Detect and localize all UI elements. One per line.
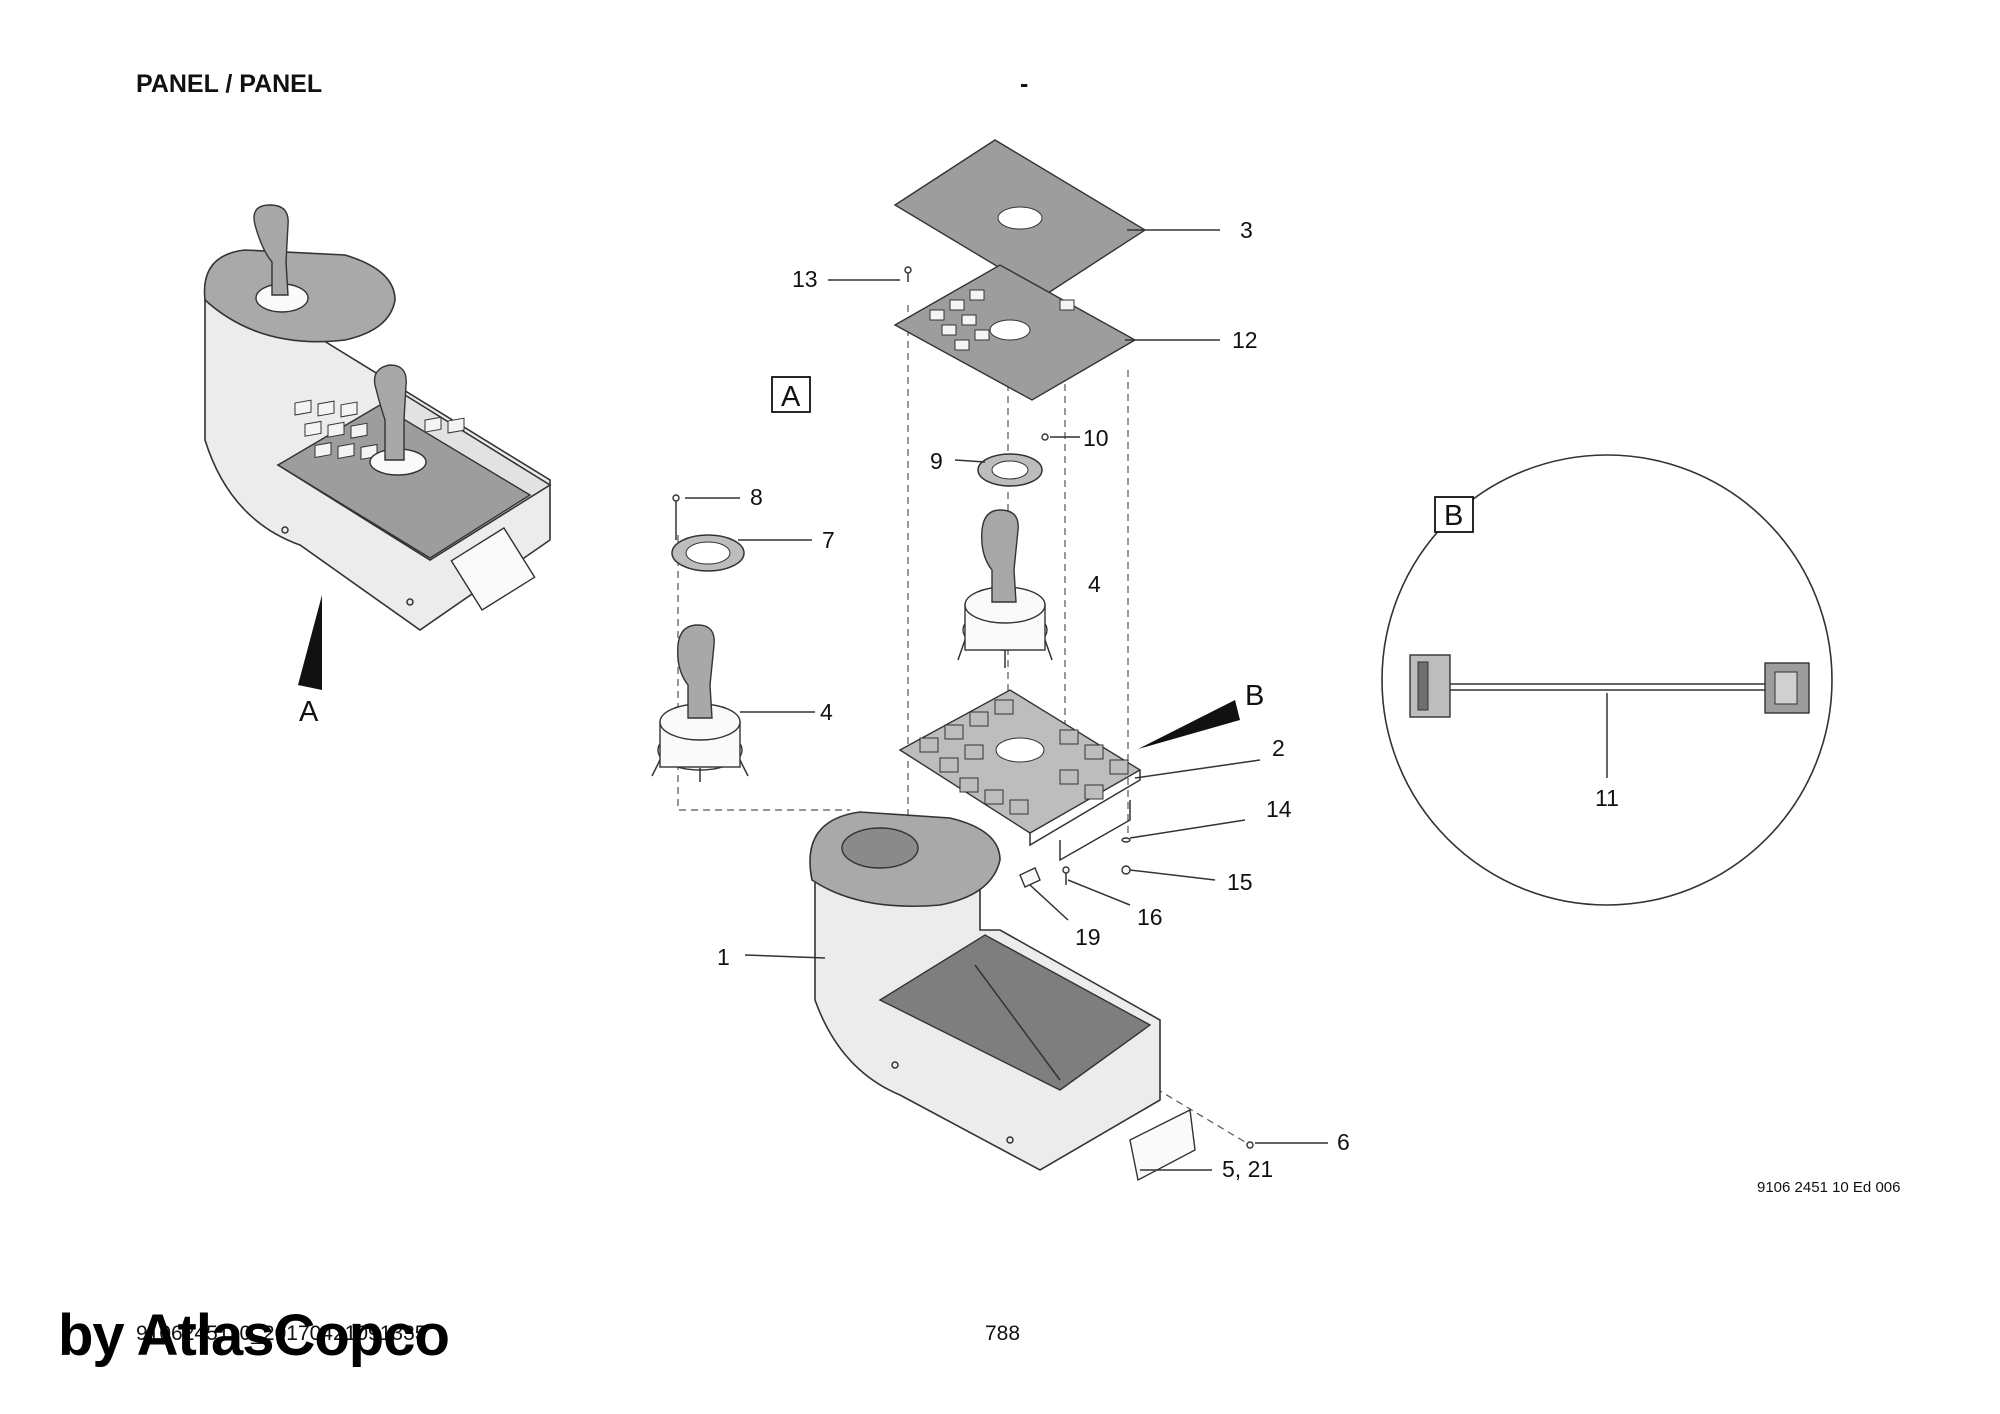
callout-7: 7 [822,527,835,553]
detail-b-cable-illustration [1381,454,1833,906]
page-number: 788 [985,1322,1021,1345]
view-a-box-label: A [781,381,801,413]
view-a-arrow-label: A [299,696,319,728]
callout-10: 10 [1083,425,1109,451]
keypad-buttons [919,699,1129,815]
view-b-box-label: B [1444,500,1463,532]
callout-3: 3 [1240,217,1253,243]
callout-11: 11 [1595,785,1619,811]
plate-cutouts [929,289,1075,351]
callout-12: 12 [1232,327,1258,353]
callout-1: 1 [717,944,730,970]
footer-document-id: 9106245110_20170421091335 [136,1322,427,1345]
document-code: 9106 2451 10 Ed 006 [1757,1179,1901,1196]
callout-4-left: 4 [820,699,833,725]
view-b-arrow-label: B [1245,680,1264,712]
callout-9: 9 [930,448,943,474]
page-title: PANEL / PANEL [136,70,323,98]
callout-4-upper: 4 [1088,571,1101,597]
callout-14: 14 [1266,796,1292,822]
callout-6: 6 [1337,1129,1350,1155]
callout-5-21: 5, 21 [1222,1156,1273,1182]
callout-2: 2 [1272,735,1285,761]
callout-13: 13 [792,266,818,292]
watermark: by AtlasCopco [58,1303,450,1368]
callout-16: 16 [1137,904,1163,930]
assembled-panel-illustration [203,204,552,690]
header-dash: - [1020,70,1029,98]
callout-8: 8 [750,484,763,510]
exploded-parts-illustration [651,139,1328,1182]
callout-19: 19 [1075,924,1101,950]
callout-15: 15 [1227,869,1253,895]
